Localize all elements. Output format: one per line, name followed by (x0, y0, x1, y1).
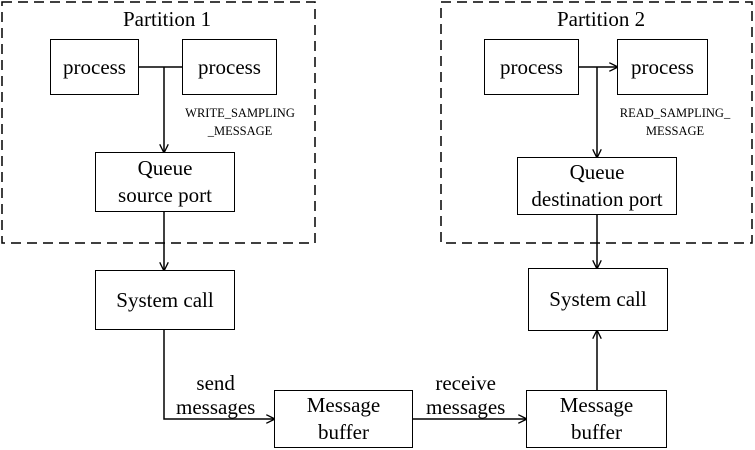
send-messages-arrow (163, 329, 274, 419)
system-call-right: System call (528, 268, 668, 331)
partition-2-title: Partition 2 (557, 7, 646, 31)
p1-process-right: process (182, 39, 277, 95)
system-call-left: System call (95, 270, 235, 330)
write-sampling-label: WRITE_SAMPLING _MESSAGE (185, 106, 295, 138)
queue-destination-port: Queue destination port (517, 157, 677, 215)
send-messages-label: send messages (176, 371, 256, 419)
p2-process-right: process (617, 39, 708, 95)
p1-process-left: process (50, 39, 139, 95)
read-sampling-label: READ_SAMPLING_ MESSAGE (619, 106, 731, 138)
message-buffer-right: Message buffer (526, 390, 667, 448)
message-buffer-left: Message buffer (274, 390, 413, 448)
p2-process-left: process (484, 39, 579, 95)
receive-messages-label: receive messages (426, 371, 506, 419)
partition-1-title: Partition 1 (123, 7, 212, 31)
queue-source-port: Queue source port (95, 152, 235, 212)
partition-1-border (1, 1, 316, 244)
